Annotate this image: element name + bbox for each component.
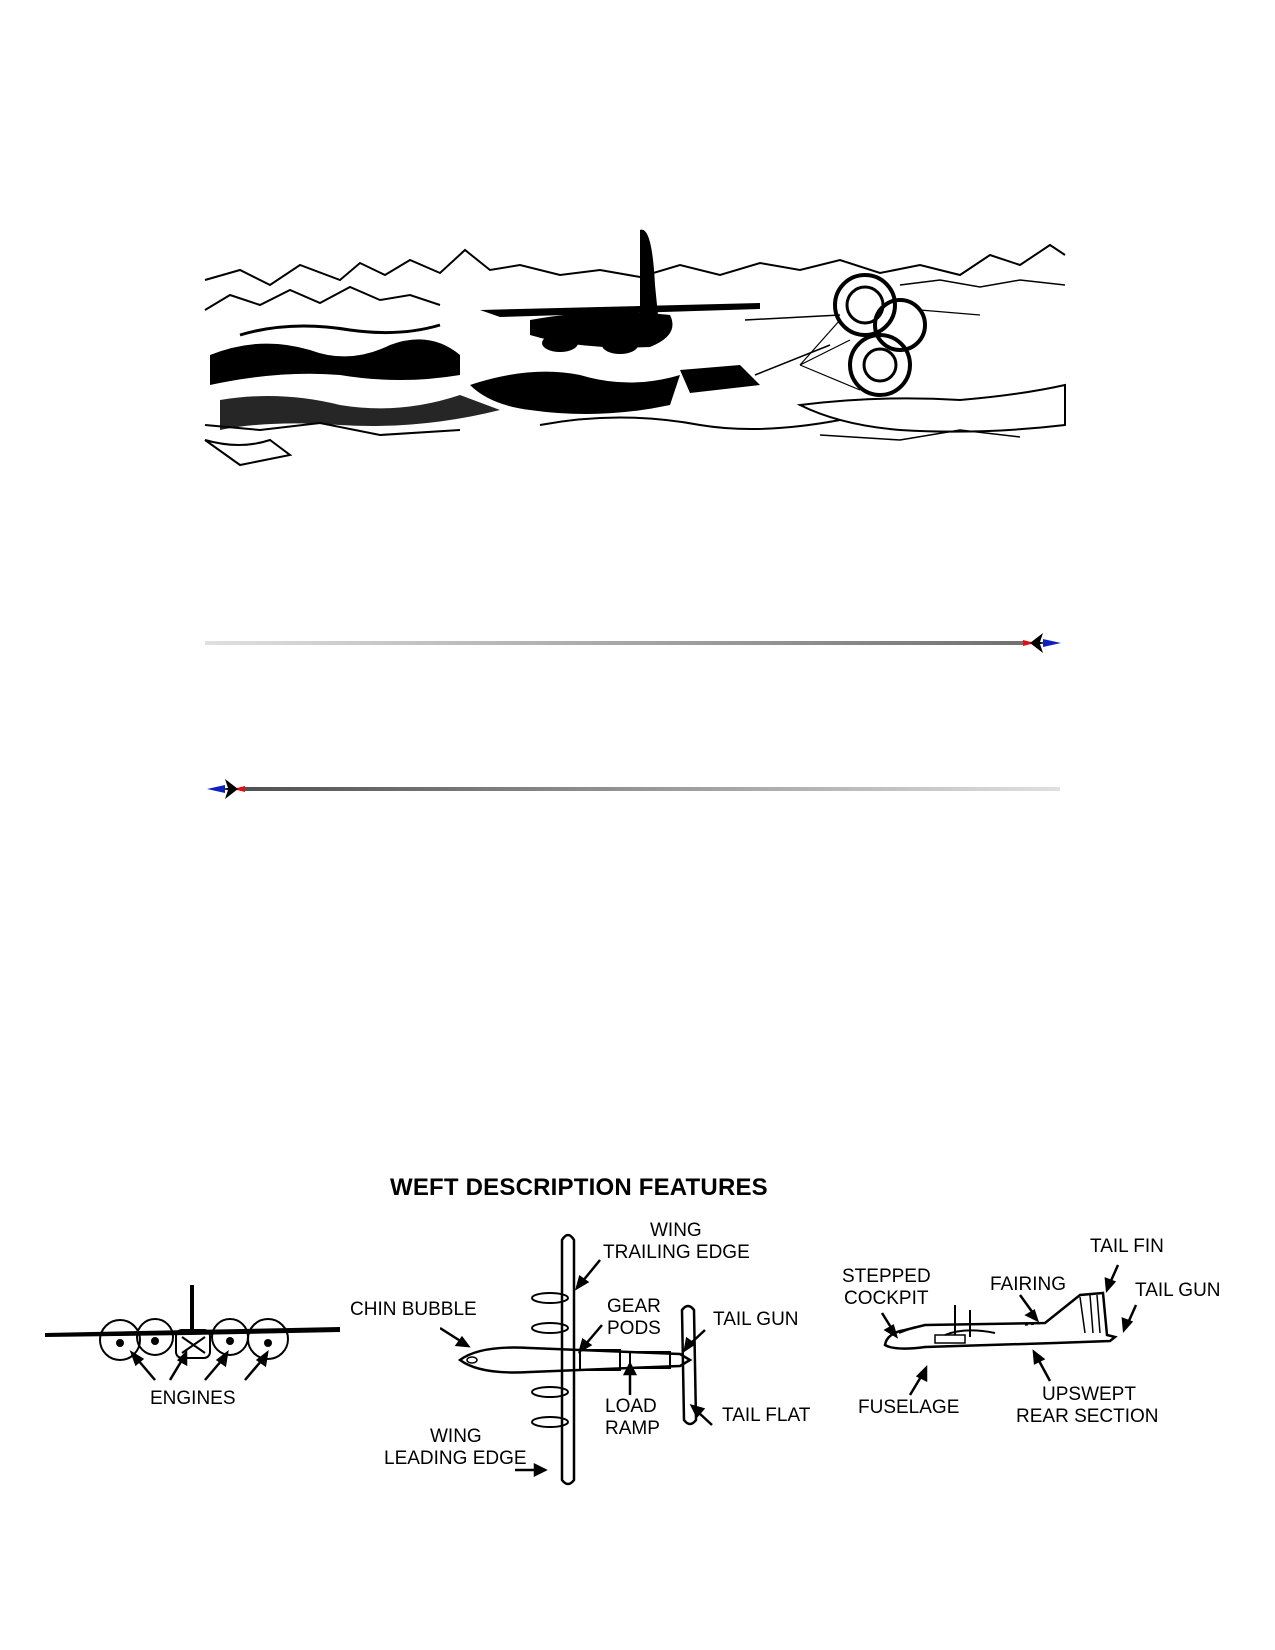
label-fairing: FAIRING [990,1274,1067,1295]
label-upswept-2: REAR SECTION [1016,1406,1159,1427]
label-gear-2: PODS [607,1318,661,1339]
label-load-2: RAMP [605,1418,660,1439]
label-wing-leading-2: LEADING EDGE [384,1448,527,1469]
airdrop-scene-illustration [200,225,1070,475]
label-wing-trailing-edge-1: WING [650,1220,702,1241]
jet-rule-right-icon [205,628,1065,658]
pointer-arrow-icon [870,1255,1170,1400]
label-gear-1: GEAR [607,1296,661,1317]
pointer-arrow-icon [440,1250,740,1480]
label-fuselage: FUSELAGE [858,1397,960,1418]
label-load-1: LOAD [605,1396,657,1417]
label-chin-bubble: CHIN BUBBLE [350,1299,477,1320]
aircraft-side-view [875,1275,1135,1375]
label-wing-trailing-edge-2: TRAILING EDGE [603,1242,750,1263]
label-tail-gun-top: TAIL GUN [713,1309,799,1330]
label-stepped-1: STEPPED [842,1266,931,1287]
label-tail-fin: TAIL FIN [1090,1236,1164,1257]
label-engines: ENGINES [150,1388,236,1409]
aircraft-front-view [40,1275,350,1385]
pointer-arrow-icon [110,1345,280,1385]
label-wing-leading-1: WING [430,1426,482,1447]
label-upswept-1: UPSWEPT [1042,1384,1136,1405]
label-stepped-2: COCKPIT [844,1288,929,1309]
aircraft-top-view [450,1230,720,1490]
label-tail-gun-side: TAIL GUN [1135,1280,1221,1301]
figure-title: WEFT DESCRIPTION FEATURES [390,1174,768,1201]
label-tail-flat: TAIL FLAT [722,1405,811,1426]
jet-rule-left-icon [205,774,1065,804]
